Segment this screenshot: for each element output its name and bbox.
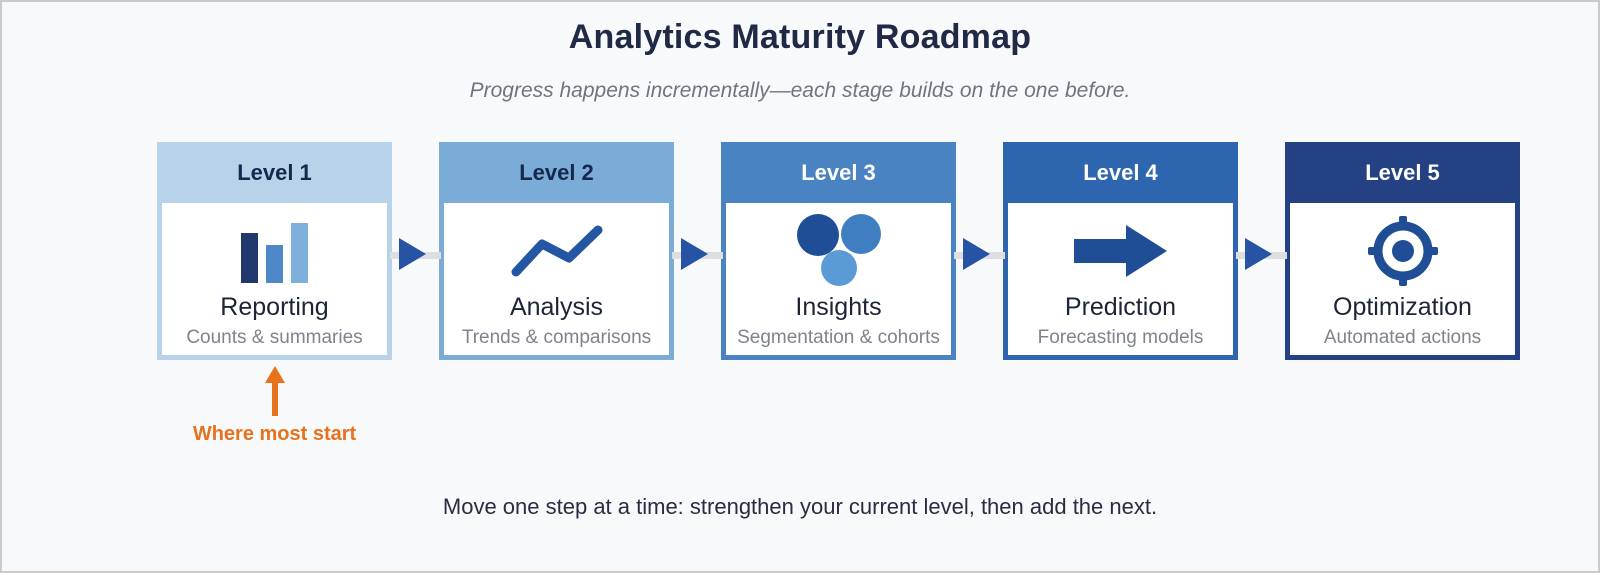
connector-arrow-right-icon <box>399 238 426 270</box>
flow-connector <box>672 142 723 360</box>
level-name: Prediction <box>1064 293 1177 321</box>
level-card: Level 4 Prediction Forecasting models <box>1003 142 1238 360</box>
target-icon <box>1367 216 1438 286</box>
line-chart-icon <box>511 225 602 277</box>
level-description: Trends & comparisons <box>461 326 652 348</box>
level-label: Level 2 <box>519 159 594 185</box>
level-header: Level 2 <box>439 142 674 203</box>
level-name: Optimization <box>1333 293 1472 321</box>
level-icon-area <box>1073 209 1168 293</box>
level-name: Analysis <box>509 293 604 321</box>
level-icon-area <box>1365 209 1441 293</box>
connector-arrow-right-icon <box>681 238 708 270</box>
level-label: Level 3 <box>801 159 876 185</box>
flow-connector <box>1236 142 1287 360</box>
connector-arrow-right-icon <box>963 238 990 270</box>
level-label: Level 4 <box>1083 159 1158 185</box>
level-description: Automated actions <box>1323 326 1482 348</box>
connector-arrow-right-icon <box>1245 238 1272 270</box>
level-description: Forecasting models <box>1037 326 1204 348</box>
level-card: Level 5 Optimization Automated actions <box>1285 142 1520 360</box>
level-body: Analysis Trends & comparisons <box>444 203 669 355</box>
level-card: Level 1 Reporting Counts & summaries <box>157 142 392 360</box>
footer-note: Move one step at a time: strengthen your… <box>442 494 1158 519</box>
level-name: Reporting <box>220 293 329 321</box>
page-subtitle: Progress happens incrementally—each stag… <box>469 79 1131 102</box>
flow-connector <box>390 142 441 360</box>
level-body: Prediction Forecasting models <box>1008 203 1233 355</box>
level-description: Counts & summaries <box>186 326 363 348</box>
level-card: Level 3 Insights Segmentation & cohorts <box>721 142 956 360</box>
bar-chart-icon <box>240 223 308 283</box>
annotation-label: Where most start <box>192 423 357 445</box>
arrow-right-icon <box>1073 225 1167 277</box>
level-icon-area <box>793 209 885 293</box>
level-label: Level 5 <box>1365 159 1440 185</box>
level-name: Insights <box>795 293 882 321</box>
level-body: Optimization Automated actions <box>1290 203 1515 355</box>
maturity-flow: Level 1 Reporting Counts & summaries <box>157 142 1520 360</box>
level-header: Level 5 <box>1285 142 1520 203</box>
level-header: Level 3 <box>721 142 956 203</box>
level-card: Level 2 Analysis Trends & comparisons <box>439 142 674 360</box>
level-body: Insights Segmentation & cohorts <box>726 203 951 355</box>
level-body: Reporting Counts & summaries <box>162 203 387 355</box>
arrow-up-icon <box>264 366 285 416</box>
level-icon-area <box>240 209 309 293</box>
level-icon-area <box>511 209 603 293</box>
page-title: Analytics Maturity Roadmap <box>568 18 1032 56</box>
level-header: Level 4 <box>1003 142 1238 203</box>
level-header: Level 1 <box>157 142 392 203</box>
start-annotation: Where most start <box>157 366 392 446</box>
cluster-circles-icon <box>796 214 881 286</box>
level-label: Level 1 <box>237 159 312 185</box>
level-description: Segmentation & cohorts <box>737 326 940 348</box>
flow-connector <box>954 142 1005 360</box>
